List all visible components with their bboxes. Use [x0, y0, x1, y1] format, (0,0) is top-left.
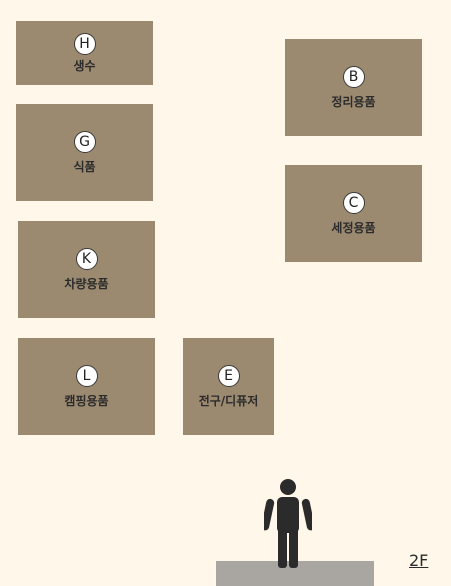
zone-label: 세정용품 [331, 220, 376, 235]
zone-label: 전구/디퓨저 [198, 393, 259, 408]
zone-h-bottled-water[interactable]: H 생수 [16, 21, 153, 85]
zone-letter-badge: K [75, 247, 98, 270]
zone-letter-badge: E [217, 364, 240, 387]
zone-label: 차량용품 [64, 276, 109, 291]
zone-label: 식품 [73, 159, 96, 174]
zone-label: 캠핑용품 [64, 393, 109, 408]
zone-c-cleaning-supplies[interactable]: C 세정용품 [285, 165, 422, 262]
zone-g-food[interactable]: G 식품 [16, 104, 153, 201]
floor-indicator: 2F [409, 551, 429, 570]
zone-e-bulbs-diffusers[interactable]: E 전구/디퓨저 [183, 338, 274, 435]
zone-label: 생수 [73, 58, 96, 73]
zone-letter-badge: G [73, 130, 96, 153]
zone-letter-badge: L [75, 364, 98, 387]
person-icon [264, 479, 312, 568]
zone-label: 정리용품 [331, 94, 376, 109]
zone-l-camping-supplies[interactable]: L 캠핑용품 [18, 338, 155, 435]
zone-letter-badge: H [73, 32, 96, 55]
zone-letter-badge: C [342, 191, 365, 214]
zone-k-car-supplies[interactable]: K 차량용품 [18, 221, 155, 318]
zone-b-storage-supplies[interactable]: B 정리용품 [285, 39, 422, 136]
zone-letter-badge: B [342, 65, 365, 88]
